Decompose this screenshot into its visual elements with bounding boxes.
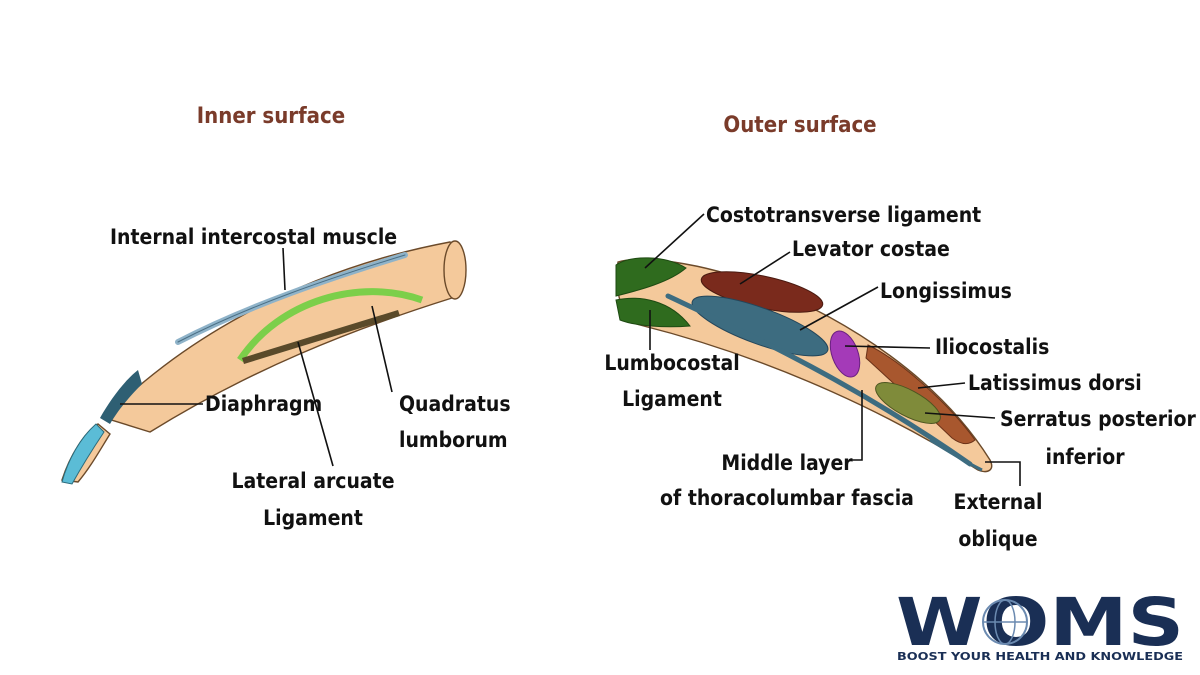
inner-rib (61, 240, 467, 485)
woms-logo: WOMS BOOST YOUR HEALTH AND KNOWLEDGE (896, 584, 1184, 663)
label-lumbocostal-2: Ligament (622, 387, 722, 411)
label-middle-layer-1: Middle layer (721, 451, 853, 475)
internal-intercostal-outline (177, 254, 406, 343)
longissimus-attachment (691, 295, 829, 357)
lateral-arcuate-ligament-attachment (242, 310, 400, 364)
leader-middle-layer (849, 390, 863, 461)
inner-surface-title: Inner surface (197, 104, 345, 129)
inner-rib-end (443, 240, 467, 300)
leader-lateral-arcuate (297, 341, 334, 467)
quadratus-lumborum-attachment (237, 288, 424, 362)
serratus-posterior-inferior-attachment (875, 382, 941, 424)
thoracolumbar-fascia-attachment (665, 293, 973, 467)
costotransverse-attachment (615, 257, 687, 297)
leader-external-oblique (985, 461, 1021, 486)
iliocostalis-attachment (829, 330, 861, 378)
lumbocostal-attachment (615, 297, 691, 328)
inner-rib-tip-blue (61, 423, 105, 485)
leader-longissimus (799, 286, 879, 331)
label-quadratus-2: lumborum (399, 428, 508, 452)
label-levator-costae: Levator costae (792, 237, 950, 261)
label-diaphragm: Diaphragm (205, 392, 322, 416)
leader-costotransverse (644, 213, 705, 269)
logo-tagline: BOOST YOUR HEALTH AND KNOWLEDGE (897, 650, 1183, 663)
leader-levator-costae (739, 251, 791, 285)
label-lumbocostal-1: Lumbocostal (604, 351, 739, 375)
label-serratus-1: Serratus posterior (1000, 407, 1196, 431)
label-external-oblique-1: External (954, 490, 1043, 514)
outer-surface-title: Outer surface (723, 113, 876, 138)
leader-latissimus (917, 382, 966, 389)
label-longissimus: Longissimus (880, 279, 1012, 303)
label-external-oblique-2: oblique (958, 527, 1037, 551)
label-serratus-2: inferior (1045, 445, 1125, 469)
leader-internal-intercostal (282, 247, 286, 291)
label-latissimus: Latissimus dorsi (968, 371, 1142, 395)
leader-serratus (924, 412, 996, 419)
label-lateral-arcuate-2: Ligament (263, 506, 363, 530)
logo-brand: WOMS (896, 584, 1184, 661)
label-iliocostalis: Iliocostalis (935, 335, 1049, 359)
leader-quadratus (371, 305, 393, 393)
label-internal-intercostal: Internal intercostal muscle (110, 225, 397, 249)
label-quadratus-1: Quadratus (399, 392, 511, 416)
external-oblique-attachment (929, 438, 983, 472)
label-lateral-arcuate-1: Lateral arcuate (231, 469, 394, 493)
diaphragm-attachment (100, 370, 142, 424)
leader-iliocostalis (844, 345, 931, 349)
outer-rib (615, 257, 993, 473)
label-middle-layer-2: of thoracolumbar fascia (660, 486, 914, 510)
label-costotransverse: Costotransverse ligament (706, 203, 981, 227)
